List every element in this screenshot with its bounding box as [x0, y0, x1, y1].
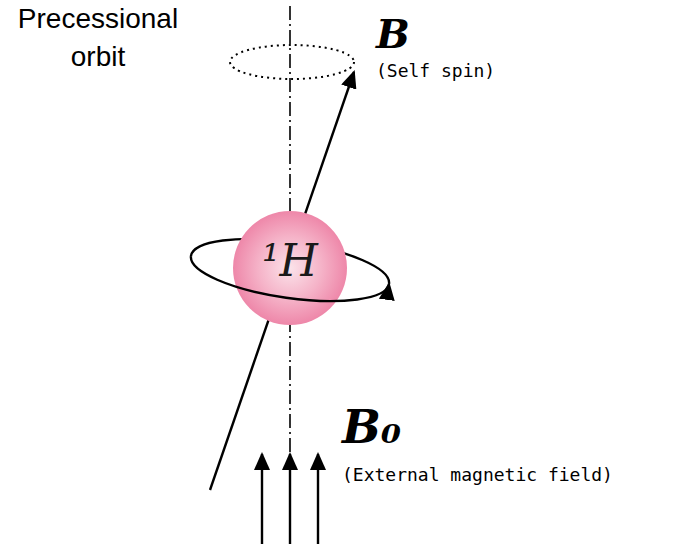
vector-symbol: B — [376, 10, 410, 57]
field-arrow — [261, 454, 263, 544]
spin-vector — [210, 72, 354, 490]
nucleus-label: ¹H — [232, 235, 348, 286]
orbit-ellipse — [230, 45, 354, 79]
field-symbol: B₀ — [342, 400, 401, 454]
field-note: (External magnetic field) — [342, 464, 613, 485]
orbit-label: Precessional orbit — [0, 0, 196, 76]
proton-sphere: ¹H — [232, 210, 348, 326]
vector-note: (Self spin) — [376, 60, 495, 81]
field-arrow — [289, 454, 291, 544]
sphere-body — [233, 211, 347, 325]
field-arrow — [317, 454, 319, 544]
